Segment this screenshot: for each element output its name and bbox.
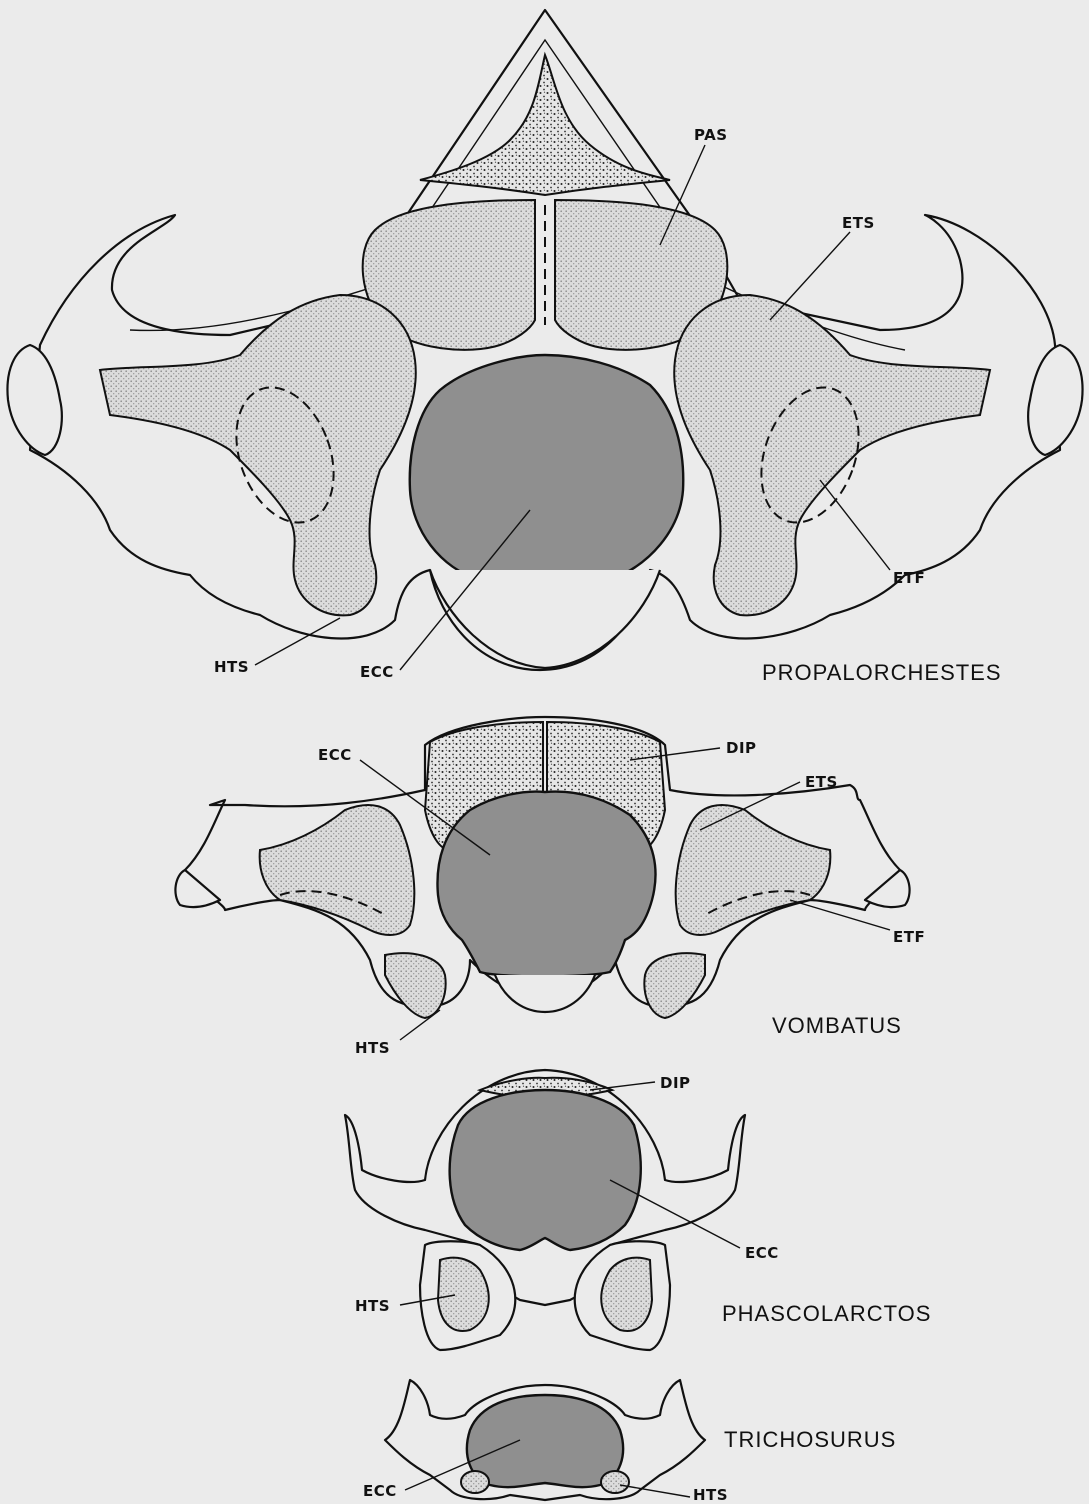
propalorchestes-foramen (430, 570, 660, 668)
trichosurus-hts-label: HTS (693, 1486, 728, 1504)
vombatus-hypotympanic-sinus-right (644, 953, 705, 1018)
trichosurus-hypotympanic-sinus-right (601, 1471, 629, 1493)
propalorchestes-endocranial-cavity (410, 355, 683, 586)
vombatus-dip-label: DIP (726, 739, 757, 757)
propalorchestes-ets-leader (770, 232, 850, 320)
trichosurus-hypotympanic-sinus-left (461, 1471, 489, 1493)
phascolarctos-genus-label: PHASCOLARCTOS (722, 1301, 931, 1326)
vombatus-endocranial-cavity (437, 792, 655, 977)
trichosurus-genus-label: TRICHOSURUS (724, 1427, 896, 1452)
specimen-trichosurus: ECC HTS TRICHOSURUS (363, 1380, 896, 1504)
propalorchestes-genus-label: PROPALORCHESTES (762, 660, 1002, 685)
specimen-vombatus: ECC DIP ETS ETF HTS VOMBATUS (175, 717, 925, 1057)
phascolarctos-dip-label: DIP (660, 1074, 691, 1092)
specimen-propalorchestes: PAS ETS ETF HTS ECC PROPALORCHESTES (7, 10, 1082, 685)
vombatus-ecc-label: ECC (318, 746, 352, 764)
specimen-phascolarctos: DIP ECC HTS PHASCOLARCTOS (345, 1070, 931, 1350)
trichosurus-endocranial-cavity (467, 1395, 623, 1487)
trichosurus-ecc-label: ECC (363, 1482, 397, 1500)
propalorchestes-ets-label: ETS (842, 214, 875, 232)
propalorchestes-pas-label: PAS (694, 126, 728, 144)
vombatus-foramen (495, 975, 595, 1012)
vombatus-hypotympanic-sinus-left (385, 953, 446, 1018)
propalorchestes-ecc-label: ECC (360, 663, 394, 681)
vombatus-etf-label: ETF (893, 928, 925, 946)
vombatus-hts-label: HTS (355, 1039, 390, 1057)
phascolarctos-ecc-label: ECC (745, 1244, 779, 1262)
propalorchestes-crest-diploe (420, 55, 670, 195)
phascolarctos-endocranial-cavity (450, 1090, 641, 1250)
propalorchestes-hts-label: HTS (214, 658, 249, 676)
vombatus-ets-label: ETS (805, 773, 838, 791)
propalorchestes-etf-label: ETF (893, 569, 925, 587)
vombatus-genus-label: VOMBATUS (772, 1013, 902, 1038)
phascolarctos-hts-label: HTS (355, 1297, 390, 1315)
